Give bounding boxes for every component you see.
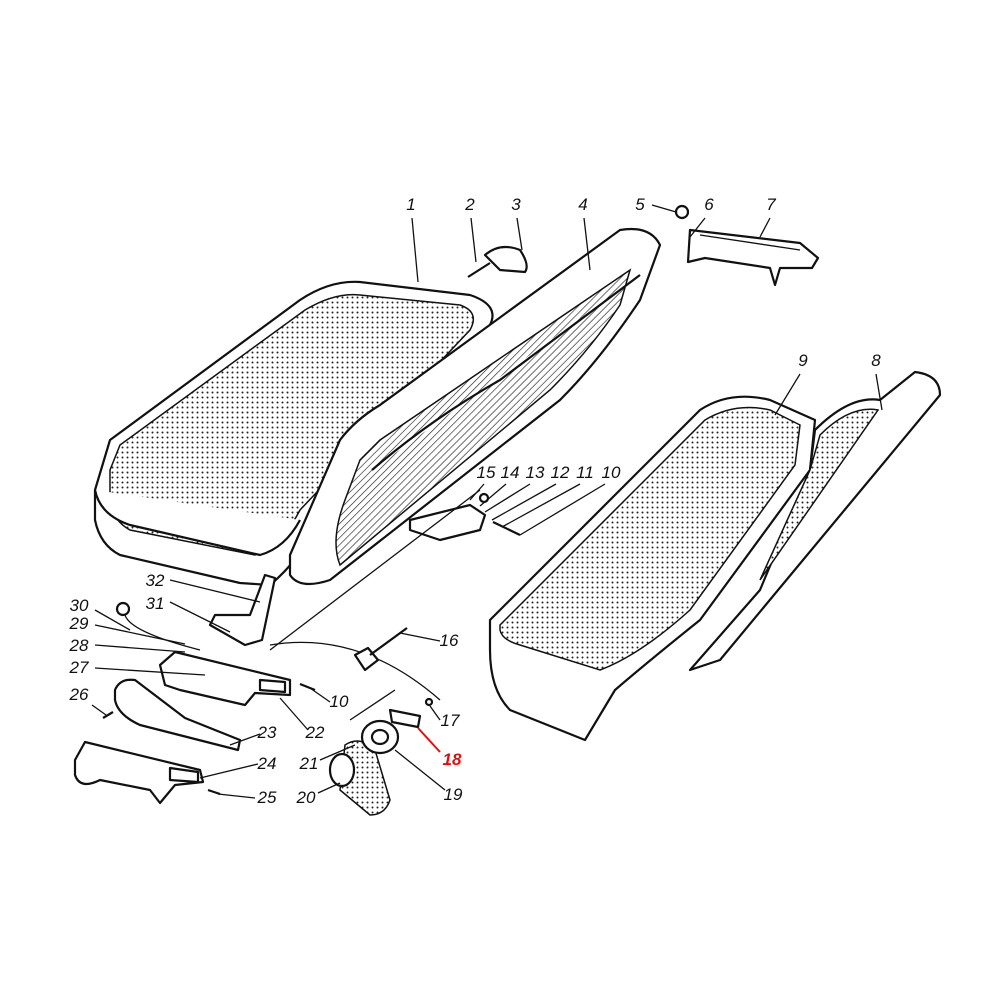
part-label-2: 2 <box>464 195 475 214</box>
cover-part-23 <box>113 678 242 752</box>
part-label-10: 10 <box>602 463 621 482</box>
leader-line-32 <box>169 579 261 603</box>
leader-line-29 <box>94 624 186 645</box>
part-label-3: 3 <box>511 195 521 214</box>
leader-line-11 <box>501 483 581 528</box>
spring-part-25 <box>207 788 221 796</box>
leader-line-26 <box>91 704 107 716</box>
rail-part-22 <box>158 650 292 707</box>
part-label-7: 7 <box>766 195 776 214</box>
part-label-5: 5 <box>635 195 645 214</box>
leader-line-30 <box>94 609 131 631</box>
leader-line-28 <box>94 644 186 653</box>
leader-line-1 <box>411 217 419 283</box>
part-label-14: 14 <box>501 463 520 482</box>
leader-line-9 <box>774 373 801 416</box>
part-label-25: 25 <box>257 788 277 807</box>
part-label-11: 11 <box>576 463 594 482</box>
leader-line-17 <box>429 705 441 721</box>
leader-line-12 <box>491 483 557 521</box>
bracket-part-7 <box>674 204 820 287</box>
part-label-13: 13 <box>526 463 545 482</box>
part-label-23: 23 <box>257 723 277 742</box>
part-label-24: 24 <box>257 754 277 773</box>
hinge-plate-part-32 <box>208 573 277 647</box>
leader-line-21 <box>319 744 356 761</box>
leader-line-19 <box>394 749 446 791</box>
part-label-1: 1 <box>406 195 415 214</box>
cable-rod <box>269 489 481 651</box>
leader-line-31 <box>169 601 231 633</box>
leader-line-20 <box>317 782 341 794</box>
leader-line-18 <box>417 727 441 753</box>
screw-part-26 <box>102 711 114 719</box>
leader-line-25 <box>217 793 256 799</box>
backrest-part-4 <box>288 227 662 586</box>
spring-part-10 <box>299 682 316 692</box>
backrest-part-8 <box>688 370 942 672</box>
part-label-31: 31 <box>146 594 165 613</box>
leader-line-13 <box>484 483 531 513</box>
leader-line-16 <box>399 632 441 642</box>
seat-cushion-part-9 <box>488 395 817 742</box>
leader-line-23 <box>229 733 261 746</box>
leader-line-15 <box>469 483 485 501</box>
leader-line-10 <box>309 687 331 703</box>
part-label-29: 29 <box>69 614 89 633</box>
part-label-17: 17 <box>441 711 460 730</box>
leader-line-7 <box>759 217 771 238</box>
rail-part-24 <box>73 740 205 805</box>
leader-line-5 <box>651 204 677 213</box>
part-label-16: 16 <box>440 631 459 650</box>
leader-line-6 <box>689 217 706 238</box>
seat-edge-arc <box>269 641 441 701</box>
part-label-22: 22 <box>305 723 325 742</box>
leader-line-2 <box>470 217 477 263</box>
part-label-6: 6 <box>704 195 714 214</box>
part-label-15: 15 <box>477 463 496 482</box>
part-label-26: 26 <box>69 685 89 704</box>
hinge-parts-10-15 <box>408 492 521 542</box>
leader-line-4 <box>583 217 591 271</box>
part-label-28: 28 <box>69 636 89 655</box>
knob-assembly-parts-17-21 <box>328 689 434 816</box>
part-label-32: 32 <box>146 571 165 590</box>
leader-line-8 <box>875 373 883 411</box>
leader-line-24 <box>199 763 259 779</box>
cover-part-3 <box>483 245 528 274</box>
leader-line-10 <box>519 483 606 536</box>
lever-part-30 <box>115 601 201 651</box>
part-label-30: 30 <box>70 596 89 615</box>
part-label-27: 27 <box>69 658 89 677</box>
part-label-18: 18 <box>443 750 462 769</box>
bolt-part-2 <box>467 262 491 278</box>
seat-cushion-part-1 <box>93 280 494 587</box>
bolt-part-16 <box>353 627 408 672</box>
part-label-4: 4 <box>578 195 587 214</box>
leader-line-27 <box>94 667 206 676</box>
leader-line-22 <box>279 697 309 731</box>
part-label-20: 20 <box>296 788 316 807</box>
part-label-12: 12 <box>551 463 570 482</box>
leader-line-3 <box>516 217 523 251</box>
part-label-19: 19 <box>444 785 463 804</box>
part-label-21: 21 <box>299 754 319 773</box>
part-label-10: 10 <box>330 692 349 711</box>
part-label-9: 9 <box>798 351 808 370</box>
leader-line-14 <box>479 483 507 507</box>
part-label-8: 8 <box>871 351 881 370</box>
